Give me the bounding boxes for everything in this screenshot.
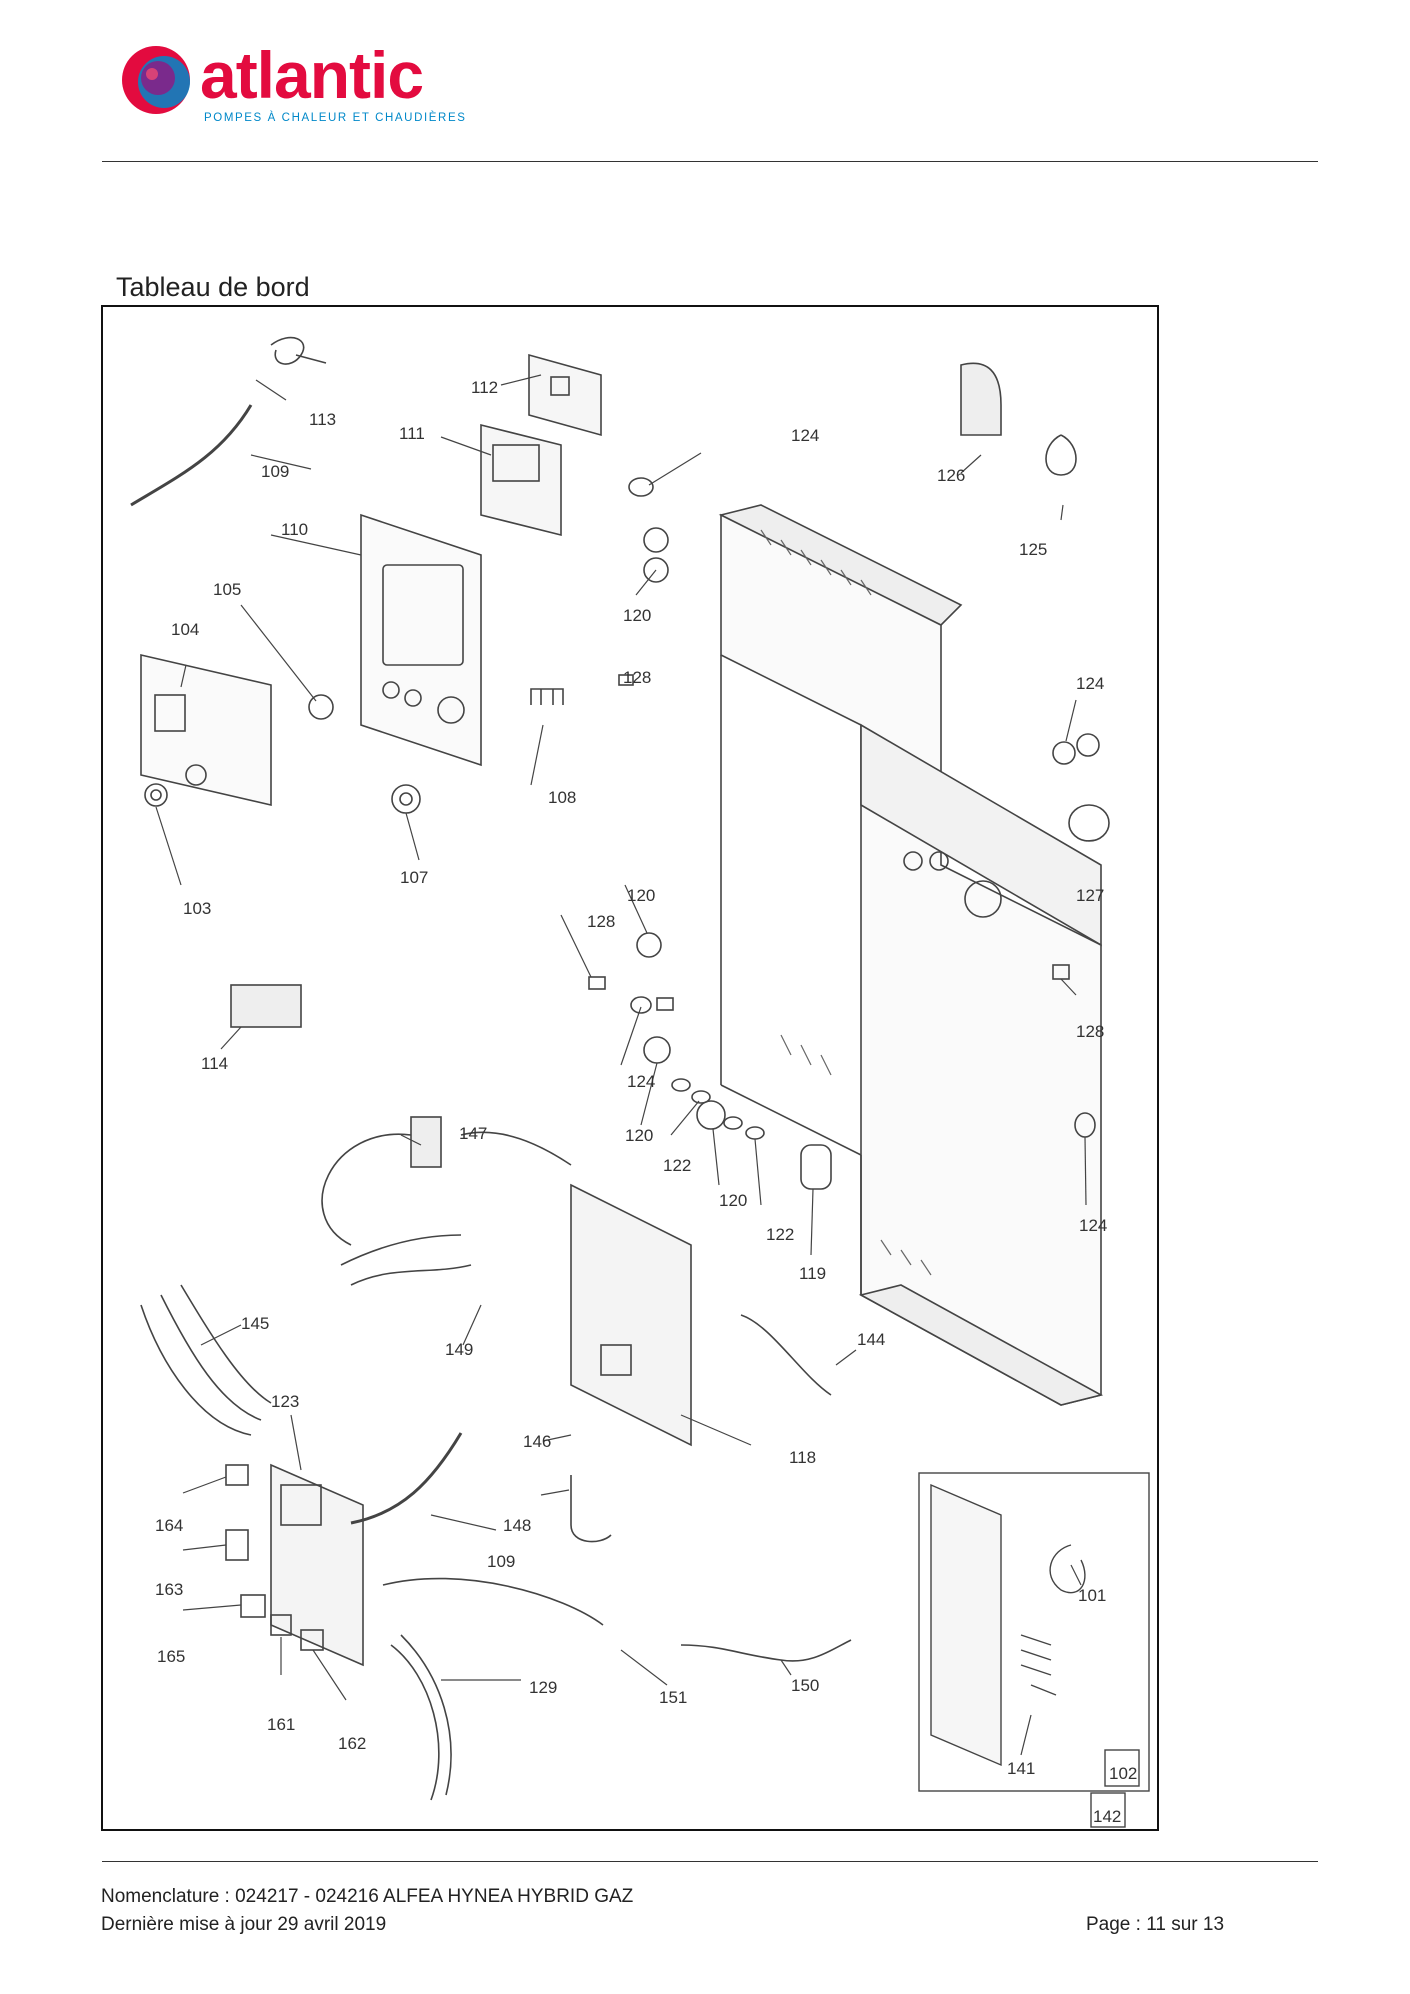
part-label-102: 102 xyxy=(1109,1764,1137,1783)
part-label-108: 108 xyxy=(548,788,576,807)
part-label-149: 149 xyxy=(445,1340,473,1359)
part-label-120: 120 xyxy=(623,606,651,625)
header-divider xyxy=(102,161,1318,162)
part-label-142: 142 xyxy=(1093,1807,1121,1826)
part-label-101: 101 xyxy=(1078,1586,1106,1605)
part-label-146: 146 xyxy=(523,1432,551,1451)
part-label-124: 124 xyxy=(1076,674,1104,693)
logo-mark-icon xyxy=(122,46,190,114)
part-label-164: 164 xyxy=(155,1516,183,1535)
part-label-162: 162 xyxy=(338,1734,366,1753)
part-label-112: 112 xyxy=(471,378,498,397)
part-label-124: 124 xyxy=(627,1072,655,1091)
part-label-148: 148 xyxy=(503,1516,531,1535)
part-label-109: 109 xyxy=(487,1552,515,1571)
part-label-128: 128 xyxy=(587,912,615,931)
part-label-114: 114 xyxy=(201,1054,228,1073)
part-label-120: 120 xyxy=(627,886,655,905)
part-label-165: 165 xyxy=(157,1647,185,1666)
part-label-124: 124 xyxy=(791,426,819,445)
part-label-145: 145 xyxy=(241,1314,269,1333)
part-label-124: 124 xyxy=(1079,1216,1107,1235)
part-label-128: 128 xyxy=(1076,1022,1104,1041)
footer-updated-date: Dernière mise à jour 29 avril 2019 xyxy=(101,1914,387,1935)
part-label-113: 113 xyxy=(309,410,336,429)
part-label-144: 144 xyxy=(857,1330,885,1349)
footer-nomenclature: Nomenclature : 024217 - 024216 ALFEA HYN… xyxy=(101,1886,634,1907)
section-title: Tableau de bord xyxy=(116,272,310,302)
part-label-122: 122 xyxy=(663,1156,691,1175)
part-label-150: 150 xyxy=(791,1676,819,1695)
logo-wordmark: atlantic xyxy=(200,38,424,112)
part-label-119: 119 xyxy=(799,1264,826,1283)
exploded-view-drawing: 113 112 111 109 110 124 126 125 105 104 … xyxy=(130,336,1150,1828)
part-label-161: 161 xyxy=(267,1715,295,1734)
part-label-126: 126 xyxy=(937,466,965,485)
part-label-127: 127 xyxy=(1076,886,1104,905)
footer-divider xyxy=(102,1861,1318,1862)
part-label-107: 107 xyxy=(400,868,428,887)
part-label-125: 125 xyxy=(1019,540,1047,559)
part-label-128: 128 xyxy=(623,668,651,687)
logo-tagline: POMPES À CHALEUR ET CHAUDIÈRES xyxy=(204,112,467,124)
part-label-105: 105 xyxy=(213,580,241,599)
part-label-120: 120 xyxy=(719,1191,747,1210)
exploded-view-frame xyxy=(101,305,1159,1831)
footer-page-number: Page : 11 sur 13 xyxy=(1086,1914,1225,1935)
part-label-111: 111 xyxy=(399,424,425,443)
atlantic-logo: atlantic POMPES À CHALEUR ET CHAUDIÈRES xyxy=(112,38,492,128)
part-label-118: 118 xyxy=(789,1448,816,1467)
part-label-129: 129 xyxy=(529,1678,557,1697)
part-label-110: 110 xyxy=(281,520,308,539)
part-label-141: 141 xyxy=(1007,1759,1035,1778)
part-label-104: 104 xyxy=(171,620,199,639)
part-label-163: 163 xyxy=(155,1580,183,1599)
part-label-151: 151 xyxy=(659,1688,687,1707)
part-label-123: 123 xyxy=(271,1392,299,1411)
part-label-103: 103 xyxy=(183,899,211,918)
part-label-147: 147 xyxy=(459,1124,487,1143)
part-label-122: 122 xyxy=(766,1225,794,1244)
part-label-120: 120 xyxy=(625,1126,653,1145)
part-label-109: 109 xyxy=(261,462,289,481)
